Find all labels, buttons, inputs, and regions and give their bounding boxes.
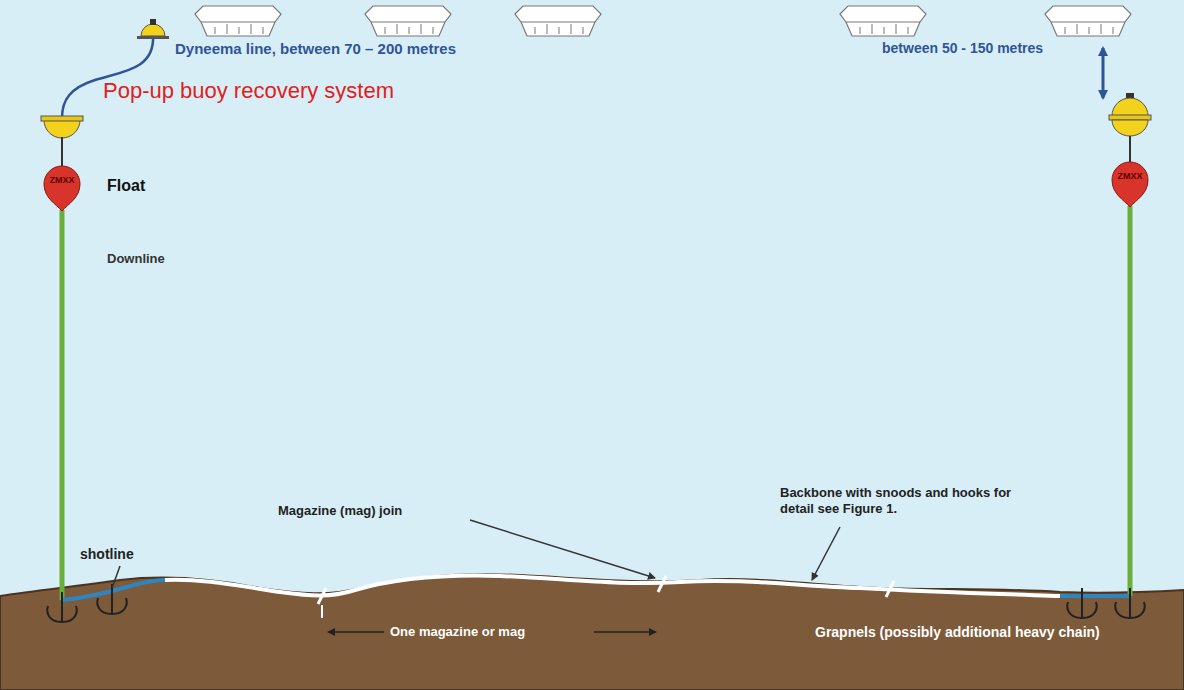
backbone (165, 576, 1060, 596)
leader-line (321, 605, 323, 618)
distance-arrow (1102, 48, 1105, 98)
float-shape (42, 164, 82, 212)
span-arrow (594, 631, 656, 633)
leader-line (112, 566, 120, 588)
ice-floe (515, 6, 601, 36)
part-label: Float (107, 176, 145, 195)
grapnel (1115, 588, 1144, 618)
span-arrow (328, 631, 384, 633)
float: ZMXX (42, 164, 82, 212)
part-label: Downline (107, 251, 165, 267)
pop-up-buoy (1109, 93, 1151, 162)
part-label: Grapnels (possibly additional heavy chai… (815, 624, 1100, 641)
ice-floe (1045, 6, 1131, 36)
part-label: shotline (80, 546, 134, 563)
shotline (1060, 594, 1130, 598)
system-label: Pop-up buoy recovery system (103, 78, 394, 104)
downline (60, 210, 65, 600)
dyneema-line (62, 36, 153, 118)
downline (1128, 206, 1133, 596)
surface-buoy (137, 19, 169, 39)
ice-floe (840, 6, 926, 36)
ice-floe (365, 6, 451, 36)
float: ZMXX (1110, 160, 1150, 208)
float-marking: ZMXX (42, 164, 82, 185)
part-label: Backbone with snoods and hooks for detai… (780, 485, 1045, 516)
grapnel (47, 592, 76, 622)
float-shape (1110, 160, 1150, 208)
dimension-label: Dyneema line, between 70 – 200 metres (175, 40, 456, 58)
grapnel (97, 584, 126, 614)
mag-join (318, 576, 894, 604)
seabed (0, 574, 1184, 690)
part-label: Magazine (mag) join (278, 503, 402, 519)
float-marking: ZMXX (1110, 160, 1150, 181)
pop-up-buoy (41, 116, 83, 166)
span-label: One magazine or mag (390, 624, 525, 640)
ice-floe (195, 6, 281, 36)
leader-line (470, 520, 655, 578)
dimension-label: between 50 - 150 metres (882, 40, 1043, 57)
grapnel (1067, 588, 1096, 618)
leader-line (812, 527, 840, 580)
